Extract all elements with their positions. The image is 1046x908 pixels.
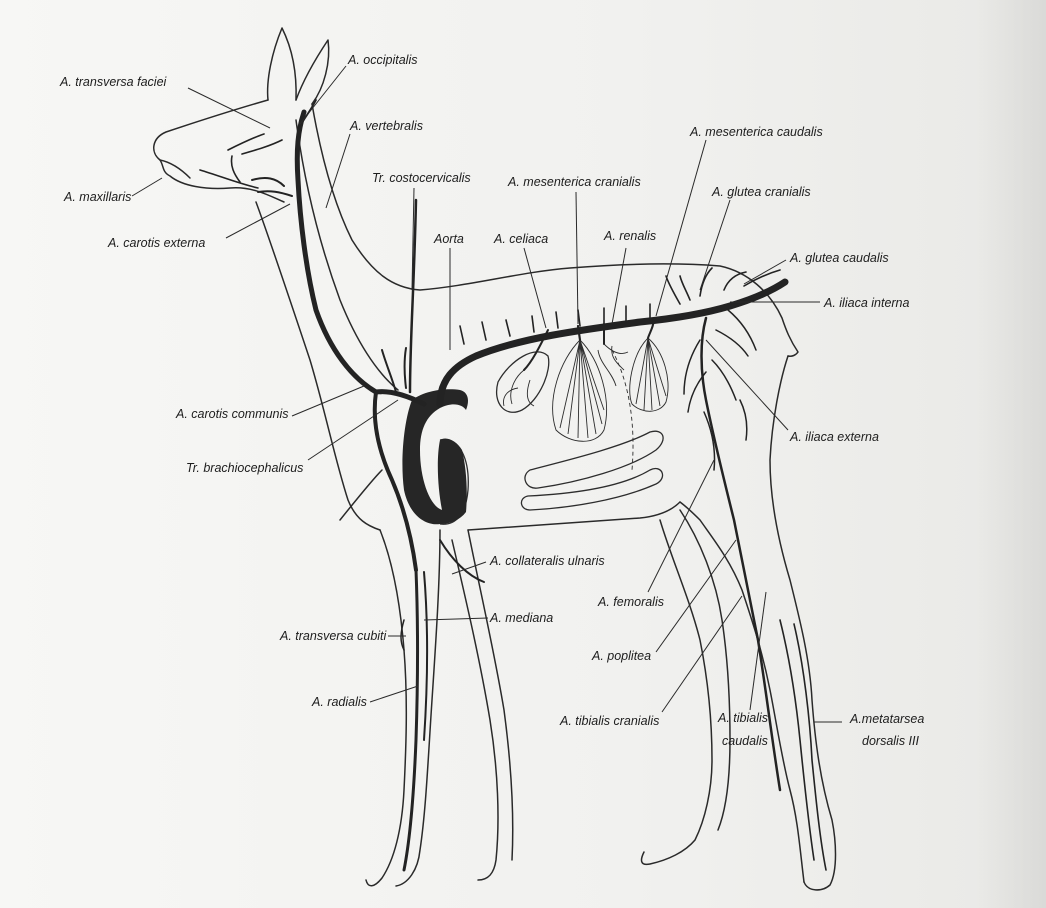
aorta [440,282,785,404]
label-aorta: Aorta [433,232,464,246]
label-femoralis: A. femoralis [597,595,664,609]
organs [440,352,663,524]
transverse-facial [228,134,282,154]
label-tibialis-cranialis: A. tibialis cranialis [559,714,659,728]
fan-cranial-rays [560,340,604,438]
label-iliaca-externa: A. iliaca externa [789,430,879,444]
label-poplitea: A. poplitea [591,649,651,663]
ear-left [268,28,297,100]
label-tibialis-caudalis-line2: caudalis [722,734,768,748]
leader-carotis-communis [292,386,364,416]
label-radialis: A. radialis [311,695,367,709]
kidney-left [497,352,549,412]
neck-ventral [256,202,380,530]
label-transversa-cubiti: A. transversa cubiti [279,629,388,643]
leader-transversa-faciei [188,88,270,128]
maxillary [200,156,258,188]
front-leg-2-rear [468,530,513,860]
leader-celiaca [524,248,546,328]
front-leg-2-front [452,540,498,880]
label-carotis-communis: A. carotis communis [175,407,289,421]
costocervical-branches [382,348,406,392]
label-metatarsea-line1: A.metatarsea [849,712,924,726]
label-tibialis-caudalis-line1: A. tibialis [717,711,768,725]
label-vertebralis: A. vertebralis [349,119,423,133]
foreleg-radial [424,572,427,740]
label-mesenterica-caudalis: A. mesenterica caudalis [689,125,823,139]
label-transversa-faciei: A. transversa faciei [59,75,168,89]
label-mediana: A. mediana [489,611,553,625]
label-glutea-caudalis: A. glutea caudalis [789,251,889,265]
leader-mediana [424,618,488,620]
label-iliaca-interna: A. iliaca interna [823,296,910,310]
leader-mesenterica-cranialis [576,192,578,324]
leader-renalis [612,248,626,324]
femoral-branches [684,310,756,470]
leader-glutea-cranialis [700,200,730,290]
label-metatarsea-line2: dorsalis III [862,734,919,748]
external-carotid [252,178,292,196]
mesenteric-fans [504,338,668,470]
leader-radialis [370,686,418,702]
label-renalis: A. renalis [603,229,656,243]
arteries [200,100,826,870]
leader-glutea-caudalis [744,260,786,284]
intestine-loop-2 [521,469,662,510]
snout-detail [160,160,190,178]
neck-dorsal [312,104,798,356]
head-outline [154,100,284,202]
hind-leg-back-front [642,520,712,864]
leader-mesenterica-caudalis [656,140,706,316]
heart [402,389,468,524]
label-brachiocephalicus: Tr. brachiocephalicus [186,461,303,475]
leader-maxillaris [132,178,162,196]
label-collateralis-ulnaris: A. collateralis ulnaris [489,554,605,568]
leader-vertebralis [326,134,350,208]
label-maxillaris: A. maxillaris [63,190,131,204]
label-carotis-externa: A. carotis externa [107,236,205,250]
label-celiaca: A. celiaca [493,232,548,246]
leader-brachiocephalicus [308,400,398,460]
label-costocervicalis: Tr. costocervicalis [372,171,471,185]
leader-tibialis-cranialis [662,596,742,712]
celiac-branches [504,370,534,406]
deer-body-outline [154,28,836,890]
fan-caudal-rays [636,338,666,410]
label-occipitalis: A. occipitalis [347,53,417,67]
label-glutea-cranialis: A. glutea cranialis [711,185,811,199]
label-mesenterica-cranialis: A. mesenterica cranialis [507,175,641,189]
front-leg-front [366,530,406,886]
